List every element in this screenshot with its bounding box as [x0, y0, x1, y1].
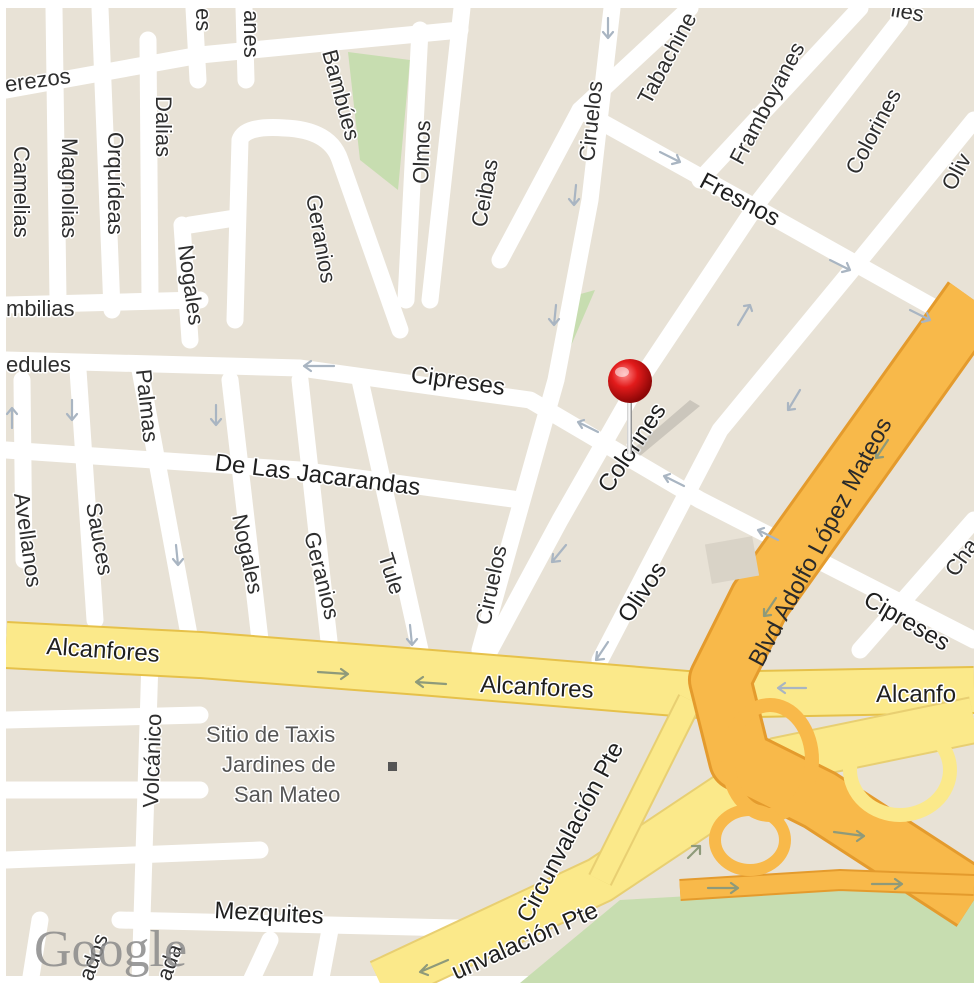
label-palmas: Palmas	[131, 368, 164, 444]
label-volcanico: Volcánico	[138, 713, 166, 808]
arterial-alcanfores	[4, 621, 974, 720]
label-top-frag-2: anes	[239, 10, 264, 58]
label-olmos: Olmos	[408, 120, 435, 184]
google-logo: Google	[34, 921, 187, 978]
label-top-frag-1: es	[191, 8, 216, 31]
poi-label-line2: Jardines de	[222, 752, 336, 777]
poi-block	[704, 536, 760, 584]
one-way-arrows	[5, 16, 932, 977]
park-top	[348, 52, 410, 190]
label-alcanfores-east: Alcanfo	[876, 681, 956, 708]
highway-lopez-mateos	[679, 281, 974, 927]
pin-highlight	[615, 367, 629, 377]
poi-marker-icon	[388, 762, 397, 771]
poi-label-line3: San Mateo	[234, 782, 340, 807]
pin-head	[608, 359, 652, 403]
label-bugambilias: mbilias	[6, 296, 74, 321]
location-pin-marker[interactable]	[608, 359, 700, 456]
label-magnolias: Magnolias	[57, 138, 82, 238]
frame-top	[0, 0, 974, 8]
poi-sitio-de-taxis[interactable]: Sitio de Taxis Jardines de San Mateo	[205, 721, 397, 809]
pin-shadow	[632, 400, 700, 456]
label-abedules: edules	[6, 352, 71, 377]
label-orquideas: Orquídeas	[103, 132, 128, 235]
label-mezquites: Mezquites	[214, 897, 325, 930]
label-camelias: Camelias	[9, 146, 34, 238]
label-dalias: Dalias	[151, 96, 176, 157]
pin-needle	[627, 392, 632, 454]
arterial-circunvalacion	[369, 694, 974, 983]
frame-left	[0, 0, 6, 983]
park-bottom	[520, 880, 974, 983]
poi-label-line1: Sitio de Taxis	[206, 722, 335, 747]
